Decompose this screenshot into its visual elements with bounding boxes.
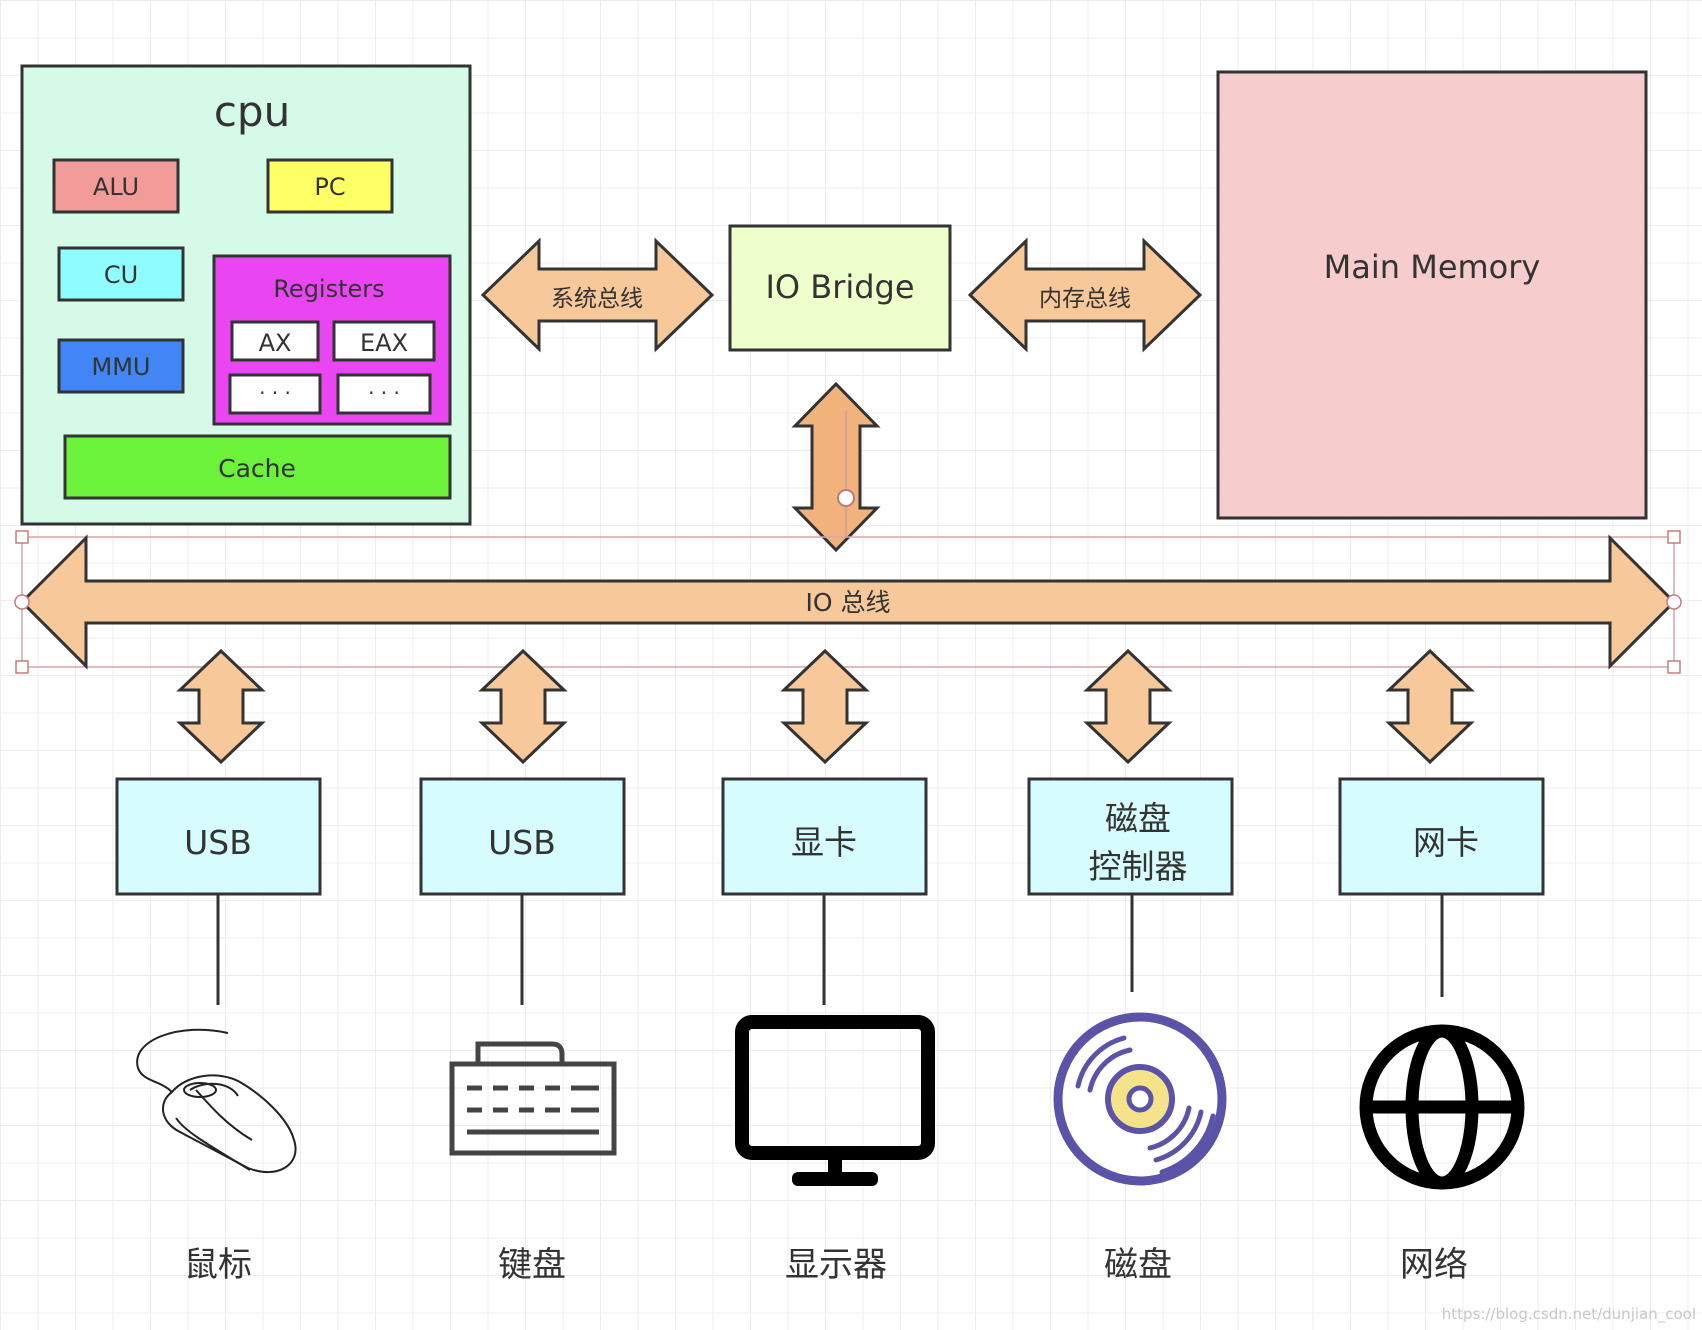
disk-controller <box>1027 777 1234 896</box>
bridge-arrow-shape <box>791 381 881 553</box>
register-cell-ax-label: AX <box>259 329 292 357</box>
alu-box <box>52 158 180 214</box>
connector-handle[interactable] <box>837 489 855 507</box>
cu-box <box>57 246 185 302</box>
register-cell-more-2-label: · · · <box>368 381 400 405</box>
bridge-to-io-bus-arrow <box>791 381 881 553</box>
memory-bus-label: 内存总线 <box>1039 286 1131 312</box>
device-label-network: 网络 <box>1400 1245 1468 1285</box>
register-cell-more-2 <box>336 373 432 415</box>
pc-label: PC <box>314 173 345 201</box>
register-cell-more-1-label: · · · <box>259 381 291 405</box>
usb-controller-2-label: USB <box>488 823 556 862</box>
globe-icon <box>1359 1024 1525 1190</box>
registers-block: Registers AX EAX · · · · · · <box>212 254 452 426</box>
memory-bus-arrow: 内存总线 <box>967 237 1203 353</box>
disk-hole <box>1126 1085 1154 1113</box>
usb-controller-2 <box>419 777 626 896</box>
controller-arrow-2 <box>478 648 568 765</box>
alu-label: ALU <box>93 173 139 201</box>
selection-handle-top-right[interactable] <box>1667 530 1681 544</box>
controller-arrow-4 <box>1083 648 1173 765</box>
keyboard-icon <box>449 1041 617 1156</box>
system-bus-label: 系统总线 <box>551 286 643 312</box>
mouse-icon <box>136 1028 297 1173</box>
device-connectors <box>216 894 1444 1005</box>
register-cell-eax <box>332 320 436 362</box>
cache-box <box>63 434 452 500</box>
controller-arrow-5 <box>1385 648 1475 765</box>
usb-controller-1 <box>115 777 322 896</box>
io-bus: IO 总线 <box>14 530 1682 674</box>
main-memory-label: Main Memory <box>1324 248 1541 286</box>
io-bridge-label: IO Bridge <box>765 268 914 306</box>
usb-controller-1-label: USB <box>184 823 252 862</box>
main-memory-box <box>1216 70 1648 520</box>
monitor-stand <box>792 1172 878 1186</box>
system-bus-arrow-shape <box>480 237 715 353</box>
register-cell-more-1 <box>228 373 322 415</box>
system-bus-arrow: 系统总线 <box>480 237 715 353</box>
device-label-disk: 磁盘 <box>1104 1245 1172 1285</box>
graphics-card <box>721 777 928 896</box>
graphics-card-label: 显卡 <box>791 823 857 862</box>
selection-handle-right[interactable] <box>1666 594 1682 610</box>
controllers: USB USB 显卡 磁盘 控制器 网卡 <box>115 777 1545 896</box>
disk-controller-label-line2: 控制器 <box>1089 847 1188 886</box>
selection-handle-bottom-left[interactable] <box>15 660 29 674</box>
register-cell-ax <box>230 320 320 362</box>
mmu-box <box>57 338 185 394</box>
disk-controller-label-line1: 磁盘 <box>1105 799 1171 838</box>
selection-handle-top-left[interactable] <box>15 530 29 544</box>
network-card-label: 网卡 <box>1413 823 1479 862</box>
controller-arrows <box>176 648 1475 765</box>
monitor-screen <box>735 1015 935 1160</box>
memory-bus-arrow-shape <box>967 237 1203 353</box>
device-label-monitor: 显示器 <box>785 1245 887 1285</box>
device-label-keyboard: 键盘 <box>498 1245 566 1285</box>
mmu-label: MMU <box>92 353 151 381</box>
disk-icon <box>1053 1012 1227 1186</box>
io-bus-label: IO 总线 <box>806 588 891 617</box>
network-card <box>1338 777 1545 896</box>
controller-arrow-1 <box>176 648 266 765</box>
controller-arrow-3 <box>780 648 870 765</box>
monitor-icon <box>735 1015 935 1186</box>
cache-label: Cache <box>218 454 296 483</box>
register-cell-eax-label: EAX <box>360 329 408 357</box>
keyboard-outline <box>449 1061 617 1156</box>
io-bridge: IO Bridge <box>728 224 952 352</box>
cpu-block: cpu ALU PC CU MMU Registers AX EAX · · ·… <box>20 64 472 526</box>
pc-box <box>266 158 394 214</box>
device-labels: 鼠标 键盘 显示器 磁盘 网络 <box>184 1245 1468 1285</box>
registers-title: Registers <box>273 275 384 303</box>
device-label-mouse: 鼠标 <box>184 1245 252 1285</box>
io-bridge-box <box>728 224 952 352</box>
cu-label: CU <box>104 261 138 289</box>
watermark: https://blog.csdn.net/dunjian_cool <box>1442 1305 1696 1324</box>
selection-handle-bottom-right[interactable] <box>1667 660 1681 674</box>
cpu-title: cpu <box>214 87 290 136</box>
main-memory: Main Memory <box>1216 70 1648 520</box>
selection-handle-left[interactable] <box>14 594 30 610</box>
